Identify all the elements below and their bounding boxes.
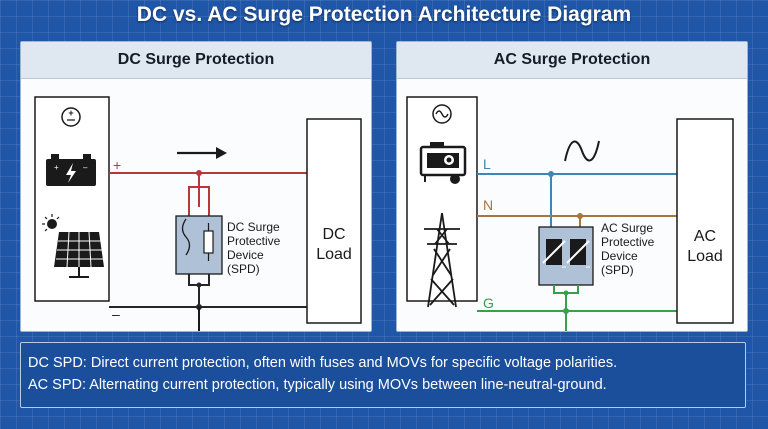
ac-line-n-label: N bbox=[483, 197, 493, 213]
dc-load-label-1: DC bbox=[322, 226, 345, 243]
ac-load-label-1: AC bbox=[694, 228, 716, 245]
dc-spd-label-2: Protective bbox=[227, 234, 281, 248]
dc-ground-icon bbox=[198, 307, 200, 331]
dc-source-box bbox=[34, 96, 110, 302]
dc-plus-label: + bbox=[113, 157, 121, 173]
ac-sine-wave-icon bbox=[564, 140, 600, 162]
svg-text:+: + bbox=[54, 163, 59, 172]
dc-load-label-2: Load bbox=[316, 246, 352, 263]
solar-panel-icon bbox=[42, 214, 104, 278]
diagram-title: DC vs. AC Surge Protection Architecture … bbox=[136, 3, 632, 26]
dc-panel-header: DC Surge Protection bbox=[21, 42, 371, 79]
ac-panel: AC Surge Protection L N G bbox=[396, 41, 748, 332]
ac-panel-header: AC Surge Protection bbox=[397, 42, 747, 79]
battery-icon: + – bbox=[46, 154, 96, 186]
ac-load-box bbox=[676, 118, 734, 324]
svg-text:+: + bbox=[68, 108, 73, 118]
dc-spd-label-4: (SPD) bbox=[227, 262, 260, 276]
dc-spd-label-1: DC Surge bbox=[227, 220, 280, 234]
ac-spd-label-3: Device bbox=[601, 249, 638, 263]
ac-ground-icon bbox=[565, 311, 567, 331]
ac-line-g-label: G bbox=[483, 295, 494, 311]
ac-source-box bbox=[406, 96, 478, 302]
generator-icon bbox=[419, 142, 467, 184]
dc-load-box bbox=[306, 118, 362, 324]
ac-circuit: L N G bbox=[406, 96, 734, 331]
transmission-tower-icon bbox=[424, 212, 460, 308]
dc-minus-label: – bbox=[112, 306, 120, 322]
dc-circuit: + + – bbox=[34, 96, 362, 331]
dc-spd-label-3: Device bbox=[227, 248, 264, 262]
dc-source-symbol-icon: + bbox=[61, 107, 81, 127]
footer-dc-note: DC SPD: Direct current protection, often… bbox=[28, 355, 618, 371]
ac-spd-device bbox=[538, 226, 594, 286]
ac-sine-source-icon bbox=[432, 104, 452, 124]
dc-panel: DC Surge Protection + + – bbox=[20, 41, 372, 332]
ac-spd-label-2: Protective bbox=[601, 235, 655, 249]
ac-load-label-2: Load bbox=[687, 248, 723, 265]
footer-ac-note: AC SPD: Alternating current protection, … bbox=[28, 377, 607, 393]
ac-spd-label-4: (SPD) bbox=[601, 263, 634, 277]
footer-notes: DC SPD: Direct current protection, often… bbox=[20, 342, 746, 408]
ac-spd-label-1: AC Surge bbox=[601, 221, 653, 235]
ac-line-l-label: L bbox=[483, 156, 491, 172]
current-direction-arrow-icon bbox=[177, 147, 227, 159]
dc-spd-device bbox=[175, 215, 223, 275]
svg-text:–: – bbox=[83, 163, 88, 172]
